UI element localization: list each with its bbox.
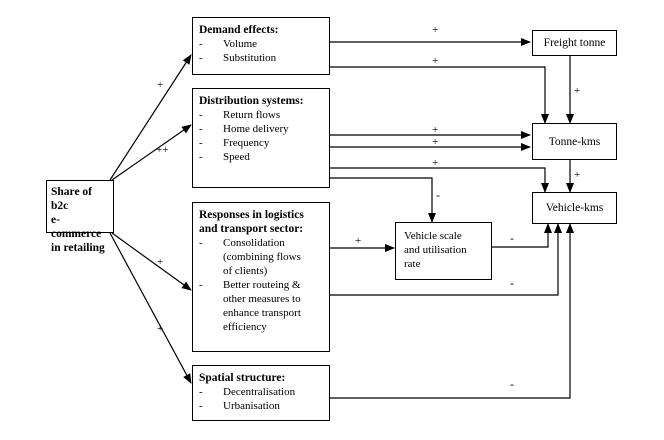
spatial-item-urbanisation: - Urbanisation: [199, 399, 323, 413]
bullet-dash: -: [199, 151, 203, 163]
demand-volume-label: Volume: [223, 38, 258, 50]
demand-substitution-label: Substitution: [223, 52, 277, 64]
sign-spatial-vehiclekms: -: [510, 377, 514, 391]
sign-demand-tonnekms: +: [432, 55, 438, 67]
distribution-title: Distribution systems:: [199, 95, 304, 107]
responses-item-consolidation: - Consolidation (combining flows of clie…: [199, 236, 323, 278]
responses-item-routeing: - Better routeing & other measures to en…: [199, 278, 323, 334]
sign-responses-vehiclekms: -: [510, 276, 514, 290]
freight-tonne-box: Freight tonne: [532, 30, 617, 56]
bullet-dash: -: [199, 279, 203, 291]
vehicle-scale-line-2: and utilisation: [404, 244, 467, 256]
distribution-item-return: - Return flows: [199, 108, 323, 122]
sign-freight-tonnekms: +: [574, 85, 580, 97]
consolidation-line-2: (combining flows: [223, 251, 301, 263]
responses-title-2: and transport sector:: [199, 223, 304, 235]
routeing-line-3: enhance transport: [223, 307, 301, 319]
distribution-speed-label: Speed: [223, 151, 250, 163]
sign-dist-vehiclekms: +: [432, 157, 438, 169]
arrow-dist-vehiclescale: [330, 177, 436, 223]
distribution-home-label: Home delivery: [223, 123, 289, 135]
consolidation-line-3: of clients): [223, 265, 268, 277]
demand-effects-box: Demand effects: - Volume - Substitution: [192, 17, 330, 75]
share-line-3: in retailing: [51, 242, 105, 254]
demand-item-substitution: - Substitution: [199, 51, 323, 65]
sign-share-demand: +: [157, 79, 163, 91]
responses-box: Responses in logistics and transport sec…: [192, 202, 330, 352]
spatial-title: Spatial structure:: [199, 372, 286, 384]
freight-tonne-label: Freight tonne: [543, 37, 606, 49]
bullet-dash: -: [199, 109, 203, 121]
bullet-dash: -: [199, 52, 203, 64]
sign-share-spatial: +: [157, 323, 163, 335]
responses-title-1: Responses in logistics: [199, 209, 304, 221]
spatial-decentralisation-label: Decentralisation: [223, 386, 296, 398]
vehicle-kms-box: Vehicle-kms: [532, 192, 617, 224]
bullet-dash: -: [199, 400, 203, 412]
spatial-item-decentralisation: - Decentralisation: [199, 385, 323, 399]
routeing-line-4: efficiency: [223, 321, 267, 333]
sign-dist-tonnekms-1: +: [432, 124, 438, 136]
sign-responses-vehiclescale: +: [355, 235, 361, 247]
sign-share-responses: +: [157, 256, 163, 268]
arrow-share-spatial: [109, 232, 192, 384]
sign-vehiclescale-vehiclekms: -: [510, 231, 514, 245]
arrow-share-demand: [109, 54, 192, 181]
sign-demand-freight: +: [432, 24, 438, 36]
sign-share-distribution: ++: [156, 144, 168, 156]
bullet-dash: -: [199, 38, 203, 50]
vehicle-scale-line-1: Vehicle scale: [404, 230, 462, 242]
arrow-spatial-vehiclekms: [330, 223, 574, 399]
arrow-share-distribution: [111, 124, 192, 181]
arrow-demand-tonnekms: [330, 66, 549, 124]
spatial-structure-box: Spatial structure: - Decentralisation - …: [192, 365, 330, 421]
routeing-line-2: other measures to: [223, 293, 301, 305]
distribution-item-frequency: - Frequency: [199, 136, 323, 150]
arrow-share-responses: [111, 232, 192, 291]
bullet-dash: -: [199, 123, 203, 135]
bullet-dash: -: [199, 386, 203, 398]
sign-dist-tonnekms-2: +: [432, 136, 438, 148]
bullet-dash: -: [199, 237, 203, 249]
vehicle-scale-line-3: rate: [404, 258, 421, 270]
share-b2c-box: Share of b2c e-commerce in retailing: [46, 180, 114, 254]
routeing-line-1: Better routeing &: [223, 279, 301, 291]
share-line-1: Share of b2c: [51, 186, 92, 212]
distribution-item-speed: - Speed: [199, 150, 323, 164]
tonne-kms-label: Tonne-kms: [548, 135, 601, 148]
vehicle-scale-box: Vehicle scale and utilisation rate: [395, 222, 492, 280]
distribution-item-home: - Home delivery: [199, 122, 323, 136]
bullet-dash: -: [199, 137, 203, 149]
spatial-urbanisation-label: Urbanisation: [223, 400, 280, 412]
demand-effects-title: Demand effects:: [199, 24, 279, 36]
tonne-kms-box: Tonne-kms: [532, 123, 617, 160]
distribution-return-label: Return flows: [223, 109, 281, 121]
demand-item-volume: - Volume: [199, 37, 323, 51]
sign-dist-vehiclescale: -: [436, 188, 440, 202]
sign-tonnekms-vehiclekms: +: [574, 169, 580, 181]
consolidation-line-1: Consolidation: [223, 237, 285, 249]
arrow-dist-vehiclekms: [330, 167, 549, 193]
vehicle-kms-label: Vehicle-kms: [545, 202, 604, 214]
share-line-2: e-commerce: [51, 214, 102, 240]
arrow-responses-vehiclekms: [330, 223, 562, 296]
distribution-systems-box: Distribution systems: - Return flows - H…: [192, 88, 330, 188]
arrow-vehiclescale-vehiclekms: [492, 223, 552, 248]
distribution-frequency-label: Frequency: [223, 137, 270, 149]
